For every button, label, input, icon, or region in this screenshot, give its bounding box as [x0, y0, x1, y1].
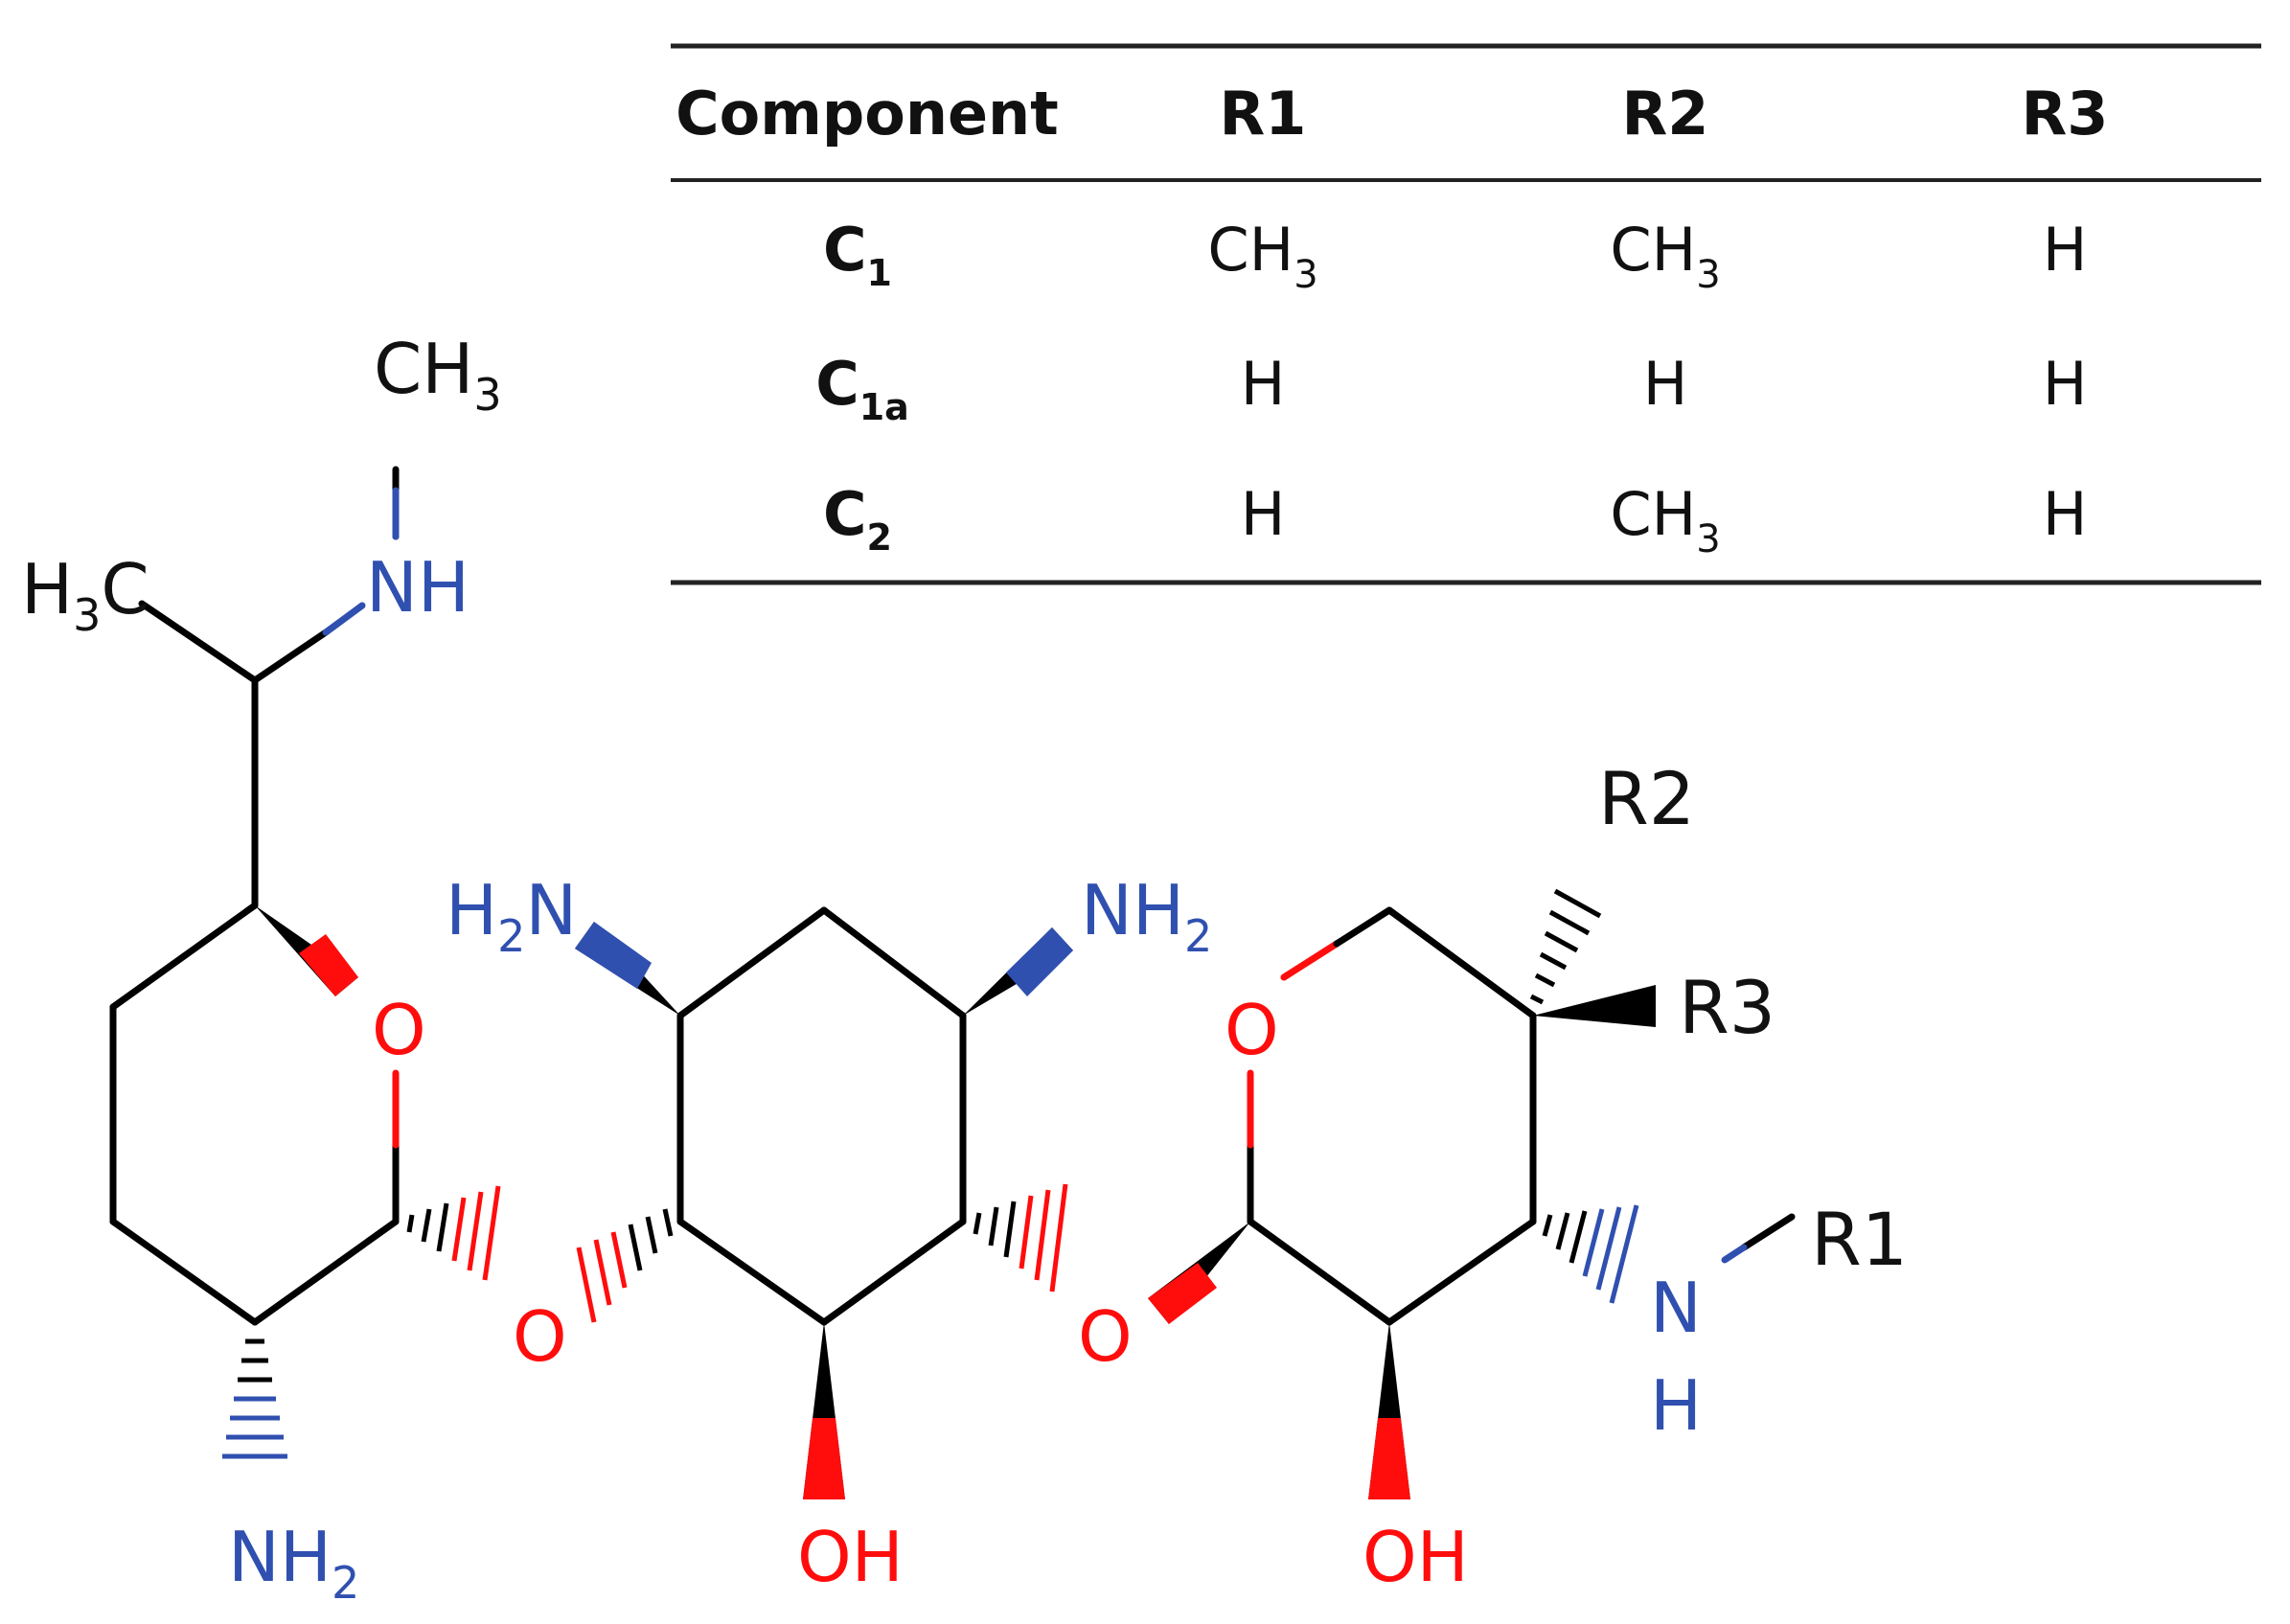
wedge-bond	[299, 934, 358, 996]
row-c2-r1: H	[1241, 479, 1286, 549]
row-c2-component: C2	[823, 479, 892, 559]
bond	[820, 1218, 967, 1326]
row-c1a-r3: H	[2043, 349, 2088, 419]
hashed-bond	[973, 1183, 1068, 1292]
bond	[109, 1218, 259, 1326]
row-c1-r2: CH3	[1610, 215, 1720, 297]
label-o-ring-c: O	[1225, 990, 1279, 1070]
bond	[1385, 1218, 1537, 1326]
wedge-bond	[1533, 985, 1656, 1027]
row-c1-r1: CH3	[1207, 215, 1317, 297]
label-r3: R3	[1679, 965, 1775, 1050]
label-o-link-2: O	[1078, 1296, 1133, 1377]
bond	[1333, 906, 1393, 948]
label-oh-ring-b: OH	[797, 1517, 904, 1597]
row-c1a-r1: H	[1241, 349, 1286, 419]
hashed-bond	[576, 1208, 674, 1323]
bond	[251, 629, 330, 684]
wedge-bond	[1368, 1418, 1410, 1499]
wedge-bond	[1006, 927, 1073, 996]
wedge-bond	[575, 922, 652, 989]
row-c2-r2: CH3	[1610, 479, 1720, 561]
bond	[1721, 1244, 1748, 1264]
bond	[251, 1218, 400, 1326]
bond	[138, 600, 259, 684]
label-h3c-left: H3C	[21, 549, 149, 641]
bond	[1385, 906, 1537, 1019]
hashed-bond	[1542, 1204, 1639, 1304]
label-n-ring-c: N	[1650, 1268, 1702, 1348]
component-table: Component R1 R2 R3 C1 CH3 CH3 H C1a H H …	[671, 43, 2261, 585]
bond	[1280, 940, 1340, 981]
ring-a-bonds	[109, 466, 400, 1326]
ring-b-bonds	[676, 906, 967, 1326]
label-o-link-1: O	[513, 1296, 567, 1377]
label-oh-ring-c: OH	[1363, 1517, 1469, 1597]
label-h-ring-c: H	[1650, 1365, 1702, 1446]
row-c1a-component: C1a	[815, 349, 909, 428]
label-r1: R1	[1811, 1197, 1908, 1282]
label-ch3-top: CH3	[374, 329, 502, 421]
label-nh2-bottom: NH2	[228, 1517, 359, 1609]
label-nh-top: NH	[366, 547, 469, 628]
hashed-bond	[222, 1338, 287, 1459]
header-r1: R1	[1220, 79, 1307, 149]
header-r2: R2	[1622, 79, 1709, 149]
hashed-bond	[1529, 888, 1602, 1005]
label-nh2-ring-b: NH2	[1081, 870, 1212, 962]
ring-c-bonds	[1247, 906, 1796, 1326]
label-r2: R2	[1598, 756, 1695, 841]
header-r3: R3	[2022, 79, 2109, 149]
label-o-ring-a: O	[372, 990, 426, 1070]
row-c1-r3: H	[2043, 215, 2088, 285]
bond	[820, 906, 967, 1019]
wedge-bond	[1148, 1263, 1217, 1324]
row-c1a-r2: H	[1643, 349, 1688, 419]
bond	[109, 902, 259, 1011]
hashed-bond	[406, 1185, 501, 1281]
bond	[676, 1218, 828, 1326]
bond	[676, 906, 828, 1019]
bond	[322, 602, 366, 636]
wedge-bond	[803, 1418, 845, 1499]
header-component: Component	[676, 79, 1059, 149]
row-c2-r3: H	[2043, 479, 2088, 549]
bond	[1740, 1213, 1796, 1251]
gentamicin-structure: CH3 H3C NH O O O O NH2 H2N NH2 OH OH R2 …	[21, 329, 1908, 1609]
label-h2n-ring-b: H2N	[446, 870, 577, 962]
bond	[1247, 1218, 1393, 1326]
row-c1-component: C1	[823, 215, 892, 294]
